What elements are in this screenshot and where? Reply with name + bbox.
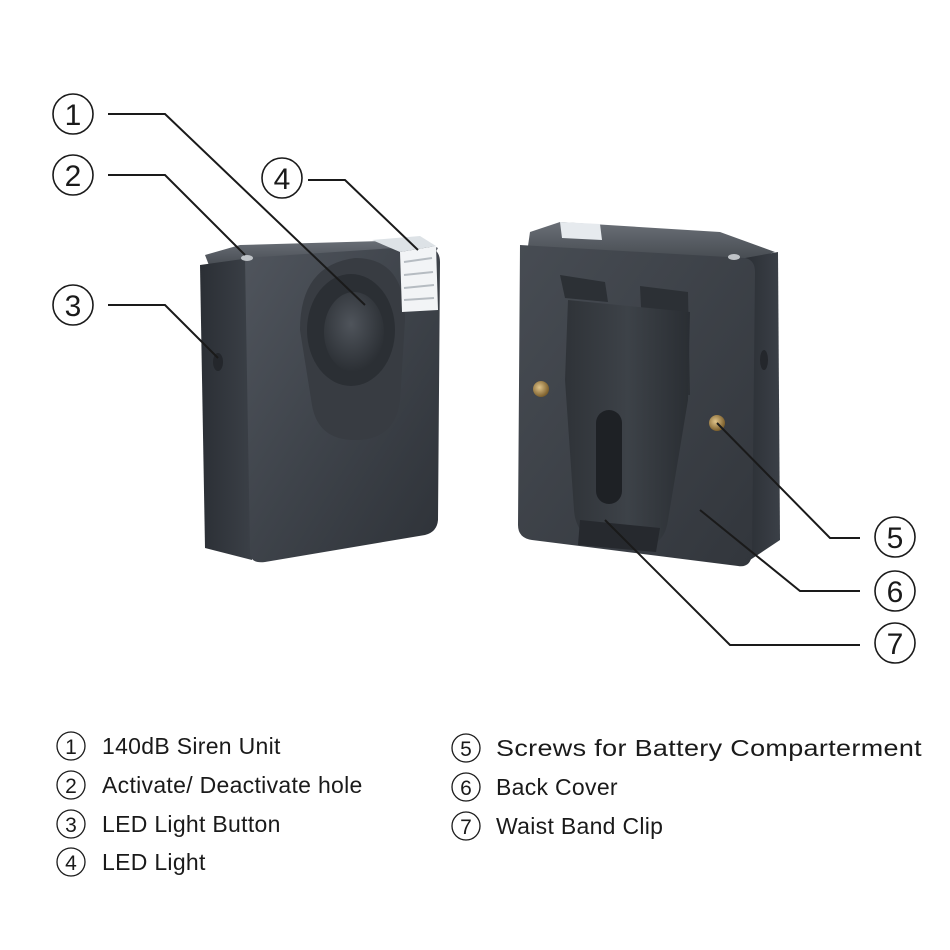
legend-number-5: 5: [460, 738, 472, 761]
callout-lines: [108, 113, 860, 646]
back-top-hole: [728, 254, 740, 260]
legend-item-2: 2 Activate/ Deactivate hole: [56, 770, 363, 800]
leader-line-1: [108, 113, 366, 306]
legend-number-6: 6: [460, 777, 472, 800]
led-light: [372, 236, 438, 312]
callout-6-number: 6: [887, 576, 904, 609]
callout-3-number: 3: [65, 290, 82, 323]
legend-item-1: 1 140dB Siren Unit: [56, 731, 281, 761]
callout-6: 6: [874, 570, 916, 612]
callouts: 1 2 3 4 5 6 7: [52, 93, 916, 664]
leader-line-5: [716, 422, 860, 539]
legend-label-3: LED Light Button: [102, 811, 281, 837]
front-device-side: [200, 258, 252, 560]
leader-line-4: [308, 179, 419, 251]
callout-4: 4: [261, 157, 303, 199]
legend-item-4: 4 LED Light: [56, 847, 206, 877]
led-button: [213, 353, 223, 371]
legend-label-1: 140dB Siren Unit: [102, 733, 281, 759]
leader-line-6: [699, 509, 860, 592]
leader-line-2: [108, 174, 246, 256]
callout-7-number: 7: [887, 628, 904, 661]
callout-2: 2: [52, 154, 94, 196]
legend-number-4: 4: [65, 852, 77, 875]
activate-hole: [241, 255, 253, 261]
callout-5: 5: [874, 516, 916, 558]
callout-5-number: 5: [887, 522, 904, 555]
legend-item-6: 6 Back Cover: [451, 772, 618, 802]
callout-2-number: 2: [65, 160, 82, 193]
front-device: [200, 236, 440, 563]
back-led-lens: [560, 222, 602, 240]
legend-label-7: Waist Band Clip: [496, 813, 663, 839]
legend-label-6: Back Cover: [496, 774, 618, 800]
callout-1-number: 1: [65, 99, 82, 132]
callout-1: 1: [52, 93, 94, 135]
callout-7: 7: [874, 622, 916, 664]
legend-number-1: 1: [65, 736, 77, 759]
legend-label-2: Activate/ Deactivate hole: [102, 772, 363, 798]
legend-number-2: 2: [65, 775, 77, 798]
legend-item-7: 7 Waist Band Clip: [451, 811, 663, 841]
legend-number-3: 3: [65, 814, 77, 837]
leader-line-3: [108, 304, 219, 359]
screw-left: [533, 381, 549, 397]
clip-hinge-left: [560, 275, 608, 302]
legend-label-4: LED Light: [102, 849, 206, 875]
legend-item-5: 5 Screws for Battery Comparterment: [451, 733, 922, 763]
back-side-button: [760, 350, 768, 370]
back-device: [518, 222, 780, 567]
legend-number-7: 7: [460, 816, 472, 839]
legend-label-5: Screws for Battery Comparterment: [496, 735, 922, 761]
callout-4-number: 4: [274, 163, 291, 196]
legend: 1 140dB Siren Unit 2 Activate/ Deactivat…: [56, 731, 922, 877]
legend-item-3: 3 LED Light Button: [56, 809, 281, 839]
clip-foot: [578, 520, 660, 552]
siren-unit: [324, 292, 384, 372]
clip-slot: [596, 410, 622, 504]
leader-line-7: [604, 519, 860, 646]
callout-3: 3: [52, 284, 94, 326]
